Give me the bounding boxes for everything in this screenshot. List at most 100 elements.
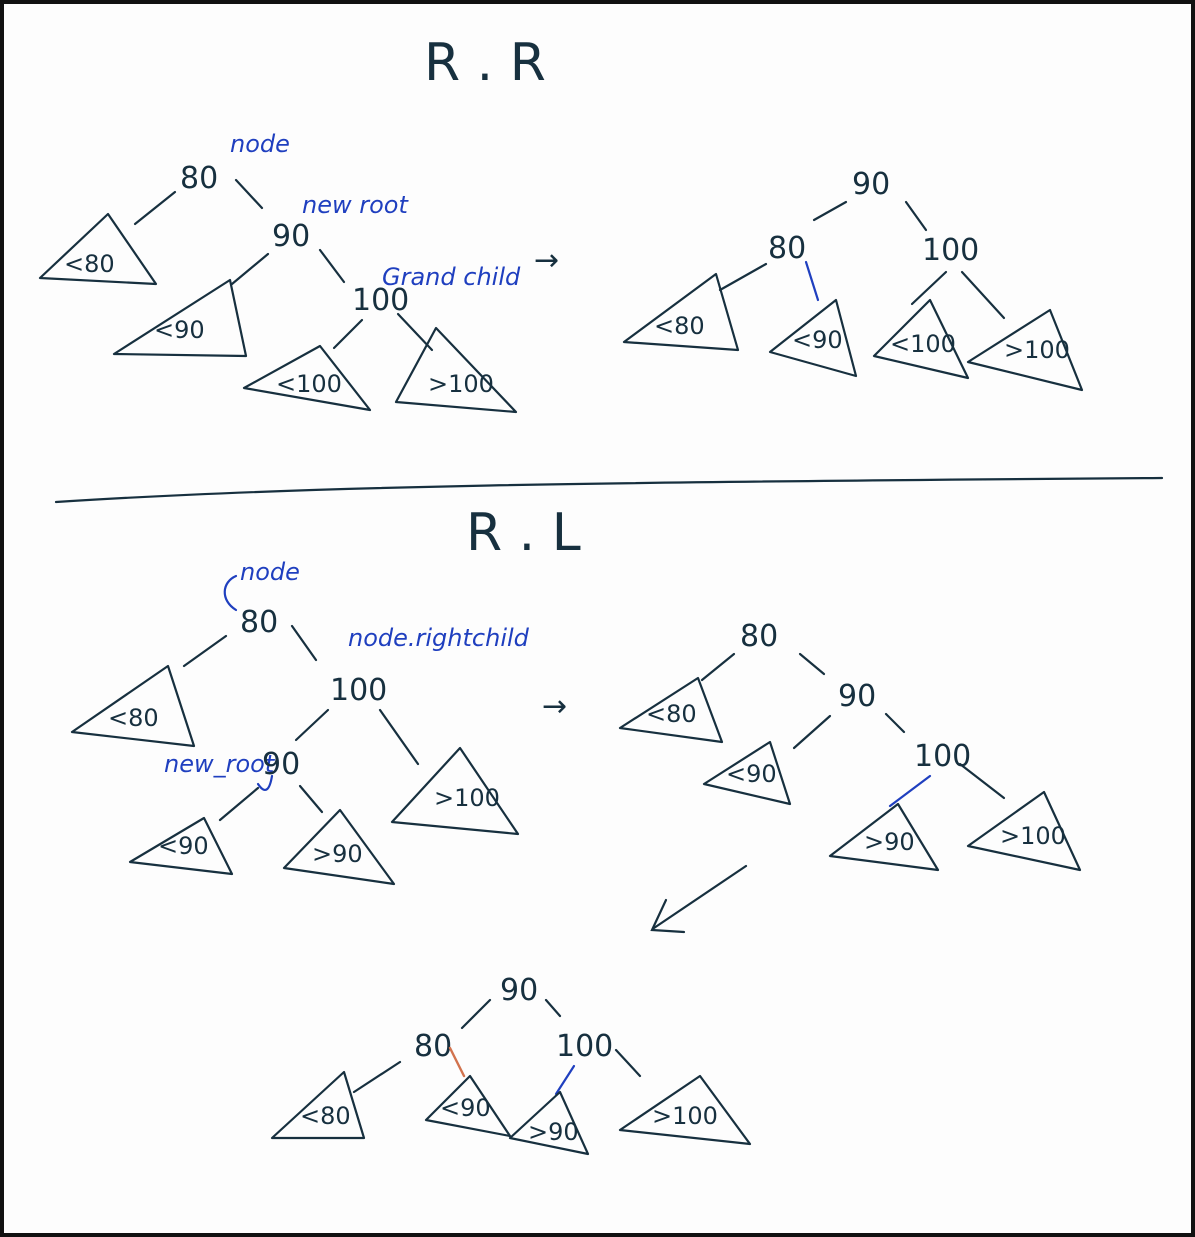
rl-after-tree: 90 80 100 <80 <90 >90 >100	[270, 973, 752, 1156]
edge-100-right	[378, 708, 420, 766]
subtree-gt100-label: >100	[1004, 336, 1070, 364]
edge-100-left	[332, 318, 364, 350]
edge-100-left	[888, 774, 932, 808]
edge-80-100	[290, 624, 318, 662]
subtree-gt100-label: >100	[428, 370, 494, 398]
annotation-new-root-pointer	[256, 774, 274, 792]
subtree-lt80-label: <80	[654, 312, 705, 340]
node-90: 90	[262, 747, 300, 782]
edge-80-90	[798, 652, 826, 676]
subtree-lt100	[242, 344, 372, 412]
node-90: 90	[852, 167, 890, 202]
node-90: 90	[500, 973, 538, 1008]
annotation-grand-child: Grand child	[382, 263, 521, 291]
edge-80-left	[133, 190, 177, 226]
edge-90-100	[544, 998, 562, 1018]
section-divider	[54, 476, 1164, 504]
edge-100-left	[910, 270, 948, 306]
rl-before-tree: node node.rightchild new_root 80 100 90 …	[70, 558, 530, 886]
subtree-lt80	[70, 664, 196, 748]
subtree-lt90	[768, 298, 858, 378]
annotation-node: node	[230, 130, 290, 158]
annotation-node: node	[240, 558, 300, 586]
subtree-lt80	[270, 1070, 366, 1140]
edge-100-90	[294, 708, 330, 742]
subtree-gt100	[618, 1074, 752, 1146]
edge-90-100	[904, 200, 928, 232]
diagram-svg: R . R node new root Grand child 80 90 10…	[38, 33, 1164, 1156]
subtree-lt90-label: <90	[792, 326, 843, 354]
node-80: 80	[240, 605, 278, 640]
edge-80-left	[700, 652, 736, 682]
arrow-rr: →	[534, 243, 559, 278]
edge-80-left	[718, 262, 768, 292]
edge-100-right	[958, 762, 1006, 800]
arrow-shaft	[652, 864, 748, 930]
rl-mid-tree: 80 90 100 <80 <90 >90 >100	[618, 619, 1082, 872]
node-100: 100	[914, 739, 971, 774]
subtree-lt90	[128, 816, 234, 876]
subtree-lt80	[38, 212, 158, 286]
edge-90-100	[884, 712, 906, 734]
node-80: 80	[768, 231, 806, 266]
subtree-gt100-label: >100	[652, 1102, 718, 1130]
edge-80-left	[352, 1060, 402, 1094]
node-100: 100	[556, 1029, 613, 1064]
edge-90-80	[812, 200, 848, 222]
arrow-down-left	[650, 864, 748, 934]
edge-80-right	[804, 260, 820, 302]
node-80: 80	[180, 161, 218, 196]
edge-100-left	[554, 1064, 576, 1096]
subtree-lt90-label: <90	[154, 316, 205, 344]
edge-90-left	[218, 786, 260, 822]
edge-90-left	[792, 714, 832, 750]
edge-90-right	[298, 784, 324, 814]
node-100: 100	[330, 673, 387, 708]
subtree-lt90	[424, 1074, 512, 1138]
subtree-lt90-label: <90	[440, 1094, 491, 1122]
edge-80-90	[234, 178, 264, 210]
annotation-new-root: new root	[302, 191, 409, 219]
subtree-gt100	[966, 308, 1084, 392]
subtree-lt90-label: <90	[726, 760, 777, 788]
edge-90-80	[460, 998, 492, 1030]
subtree-lt100	[872, 298, 970, 380]
subtree-gt100-label: >100	[434, 784, 500, 812]
edge-90-left	[230, 252, 270, 286]
annotation-node-pointer	[223, 574, 238, 612]
node-80: 80	[414, 1029, 452, 1064]
subtree-gt90-label: >90	[528, 1118, 579, 1146]
subtree-lt90	[112, 278, 248, 358]
edge-80-right	[448, 1046, 466, 1078]
subtree-gt90-label: >90	[864, 828, 915, 856]
node-80: 80	[740, 619, 778, 654]
rr-after-tree: 90 80 100 <80 <90 <100 >100	[622, 167, 1084, 392]
subtree-lt80-label: <80	[108, 704, 159, 732]
rr-before-tree: node new root Grand child 80 90 100 <80 …	[38, 130, 521, 414]
subtree-gt90	[282, 808, 396, 886]
subtree-gt100-label: >100	[1000, 822, 1066, 850]
edge-100-right	[614, 1048, 642, 1078]
title-rr: R . R	[424, 33, 546, 93]
node-90: 90	[272, 219, 310, 254]
subtree-gt90-label: >90	[312, 840, 363, 868]
node-100: 100	[352, 283, 409, 318]
node-90: 90	[838, 679, 876, 714]
annotation-new-root: new_root	[164, 750, 276, 778]
subtree-gt100	[394, 326, 518, 414]
annotation-node-right-child: node.rightchild	[348, 624, 530, 652]
subtree-lt90	[702, 740, 792, 806]
node-100: 100	[922, 233, 979, 268]
subtree-gt100	[390, 746, 520, 836]
subtree-lt80-label: <80	[300, 1102, 351, 1130]
subtree-lt80-label: <80	[646, 700, 697, 728]
edge-90-100	[318, 248, 346, 284]
subtree-lt100-label: <100	[890, 330, 956, 358]
arrow-rl: →	[542, 689, 567, 724]
subtree-lt80-label: <80	[64, 250, 115, 278]
edge-80-left	[182, 634, 228, 668]
subtree-gt90	[508, 1090, 590, 1156]
subtree-lt80	[618, 676, 724, 744]
subtree-gt90	[828, 802, 940, 872]
